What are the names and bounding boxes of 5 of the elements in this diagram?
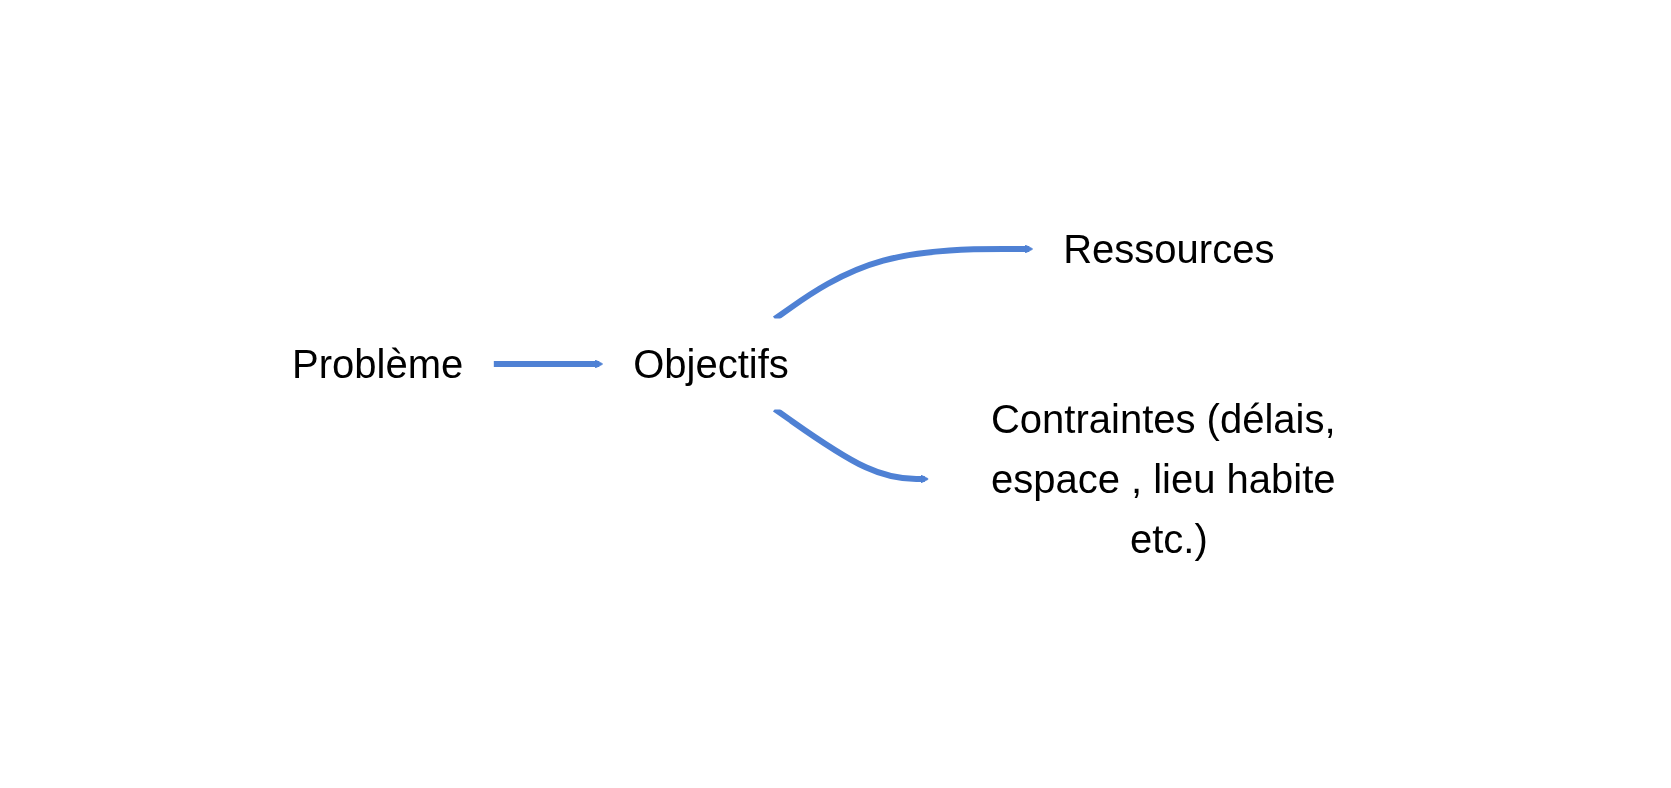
node-text: Contraintes (délais, espace , lieu habite etc.) — [991, 397, 1336, 561]
arrow — [493, 359, 604, 369]
node-text: Ressources — [1063, 227, 1275, 271]
node-text: Objectifs — [633, 342, 789, 386]
node-text: Problème — [292, 342, 464, 386]
